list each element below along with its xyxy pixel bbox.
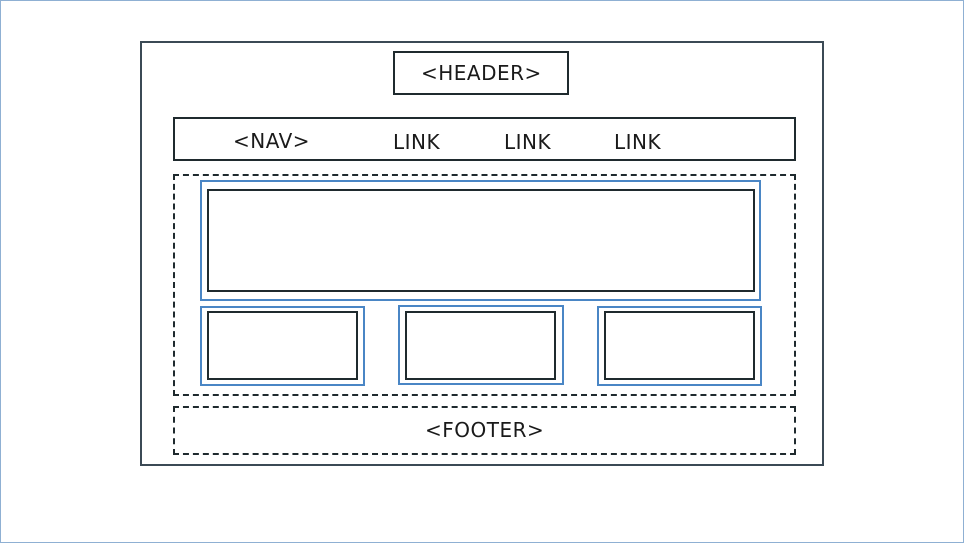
sub-section-2-inner — [405, 311, 556, 380]
header-box — [393, 51, 569, 95]
nav-label: <NAV> — [233, 129, 311, 153]
footer-label: <FOOTER> — [425, 418, 545, 442]
footer-box — [173, 406, 796, 455]
header-label: <HEADER> — [421, 61, 542, 85]
sub-section-2-outer — [398, 305, 564, 385]
main-section-outer — [200, 180, 761, 301]
main-content-area — [173, 174, 796, 396]
sub-section-3-outer — [597, 306, 762, 386]
page-container — [140, 41, 824, 466]
sub-section-1-outer — [200, 306, 365, 386]
main-section-inner — [207, 189, 755, 292]
sub-section-1-inner — [207, 311, 358, 380]
sub-section-3-inner — [604, 311, 755, 380]
nav-box — [173, 117, 796, 161]
nav-link-3[interactable]: LINK — [614, 130, 662, 154]
nav-link-2[interactable]: LINK — [504, 130, 552, 154]
nav-link-1[interactable]: LINK — [393, 130, 441, 154]
